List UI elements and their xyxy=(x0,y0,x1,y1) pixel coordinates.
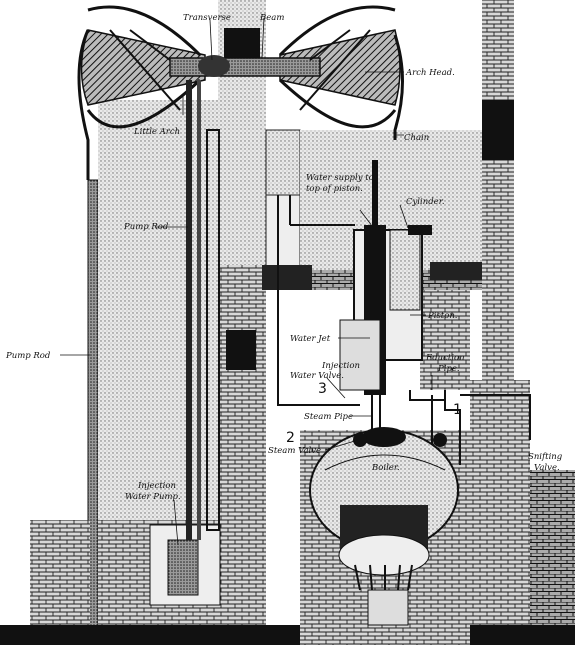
label-steam-valve: Steam Valve xyxy=(268,446,321,456)
label-water-supply-2: top of piston. xyxy=(306,184,363,194)
right-brick-wall xyxy=(470,0,575,645)
marker-two: 2 xyxy=(286,430,295,446)
numbered-markers: 1 2 3 xyxy=(286,381,462,446)
label-snifting-2: Valve. xyxy=(534,463,560,473)
label-piston: Piston. xyxy=(427,311,458,321)
label-water-jet: Water Jet xyxy=(290,334,331,344)
label-eduction-1: Eduction xyxy=(425,353,465,363)
label-beam: Beam xyxy=(259,13,284,23)
label-injection-valve-1: Injection xyxy=(321,361,360,371)
beam-assembly xyxy=(77,5,404,180)
label-snifting-1: Snifting xyxy=(528,452,563,462)
label-pump-rod-inner: Pump Rod xyxy=(123,222,169,232)
label-pump-rod-outer: Pump Rod xyxy=(5,351,51,361)
label-eduction-2: Pipe. xyxy=(437,364,460,374)
leader-lines xyxy=(60,17,433,546)
label-transverse: Transverse xyxy=(183,13,231,23)
diagram-labels: Transverse Beam Arch Head. Little Arch C… xyxy=(5,13,563,502)
marker-three: 3 xyxy=(318,381,327,397)
label-water-supply-1: Water supply to xyxy=(306,173,374,183)
label-steam-pipe: Steam Pipe xyxy=(304,412,353,422)
label-injection-valve-2: Water Valve. xyxy=(290,371,344,381)
marker-one: 1 xyxy=(453,402,462,418)
pump-rods xyxy=(186,80,220,540)
label-injection-pump-1: Injection xyxy=(137,481,176,491)
label-little-arch: Little Arch xyxy=(133,127,180,137)
label-injection-pump-2: Water Pump. xyxy=(125,492,181,502)
label-boiler: Boiler. xyxy=(371,463,400,473)
label-cylinder: Cylinder. xyxy=(406,197,445,207)
boiler xyxy=(309,427,459,626)
label-chain: Chain xyxy=(404,133,429,143)
label-arch-head: Arch Head. xyxy=(405,68,455,78)
pipes xyxy=(277,195,531,465)
